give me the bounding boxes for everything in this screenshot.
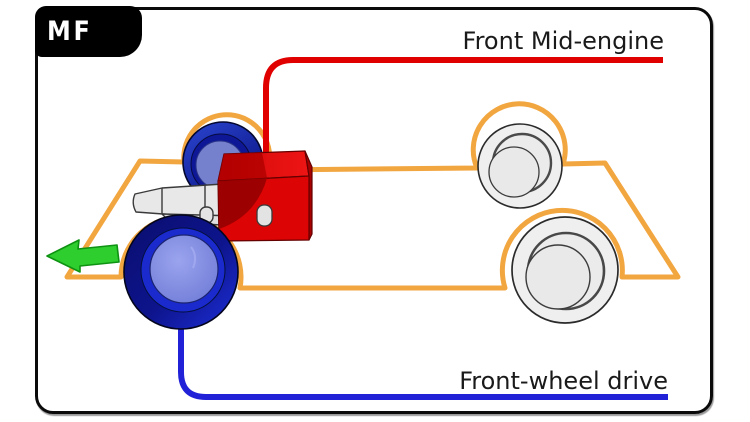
direction-arrow-icon	[46, 239, 120, 273]
engine-callout-line	[263, 57, 663, 158]
layout-code-badge: MF	[35, 6, 142, 57]
engine-block	[217, 150, 313, 242]
layout-code-label: MF	[46, 16, 93, 47]
figure-frame	[35, 7, 713, 414]
engine-mount	[256, 204, 273, 227]
front-wheel-drive-label: Front-wheel drive	[459, 367, 668, 395]
drive-callout-line	[178, 318, 668, 400]
rear-left-wheel	[511, 216, 619, 324]
rear-right-wheel	[477, 123, 563, 209]
front-left-wheel	[123, 214, 239, 330]
front-mid-engine-label: Front Mid-engine	[462, 27, 664, 55]
